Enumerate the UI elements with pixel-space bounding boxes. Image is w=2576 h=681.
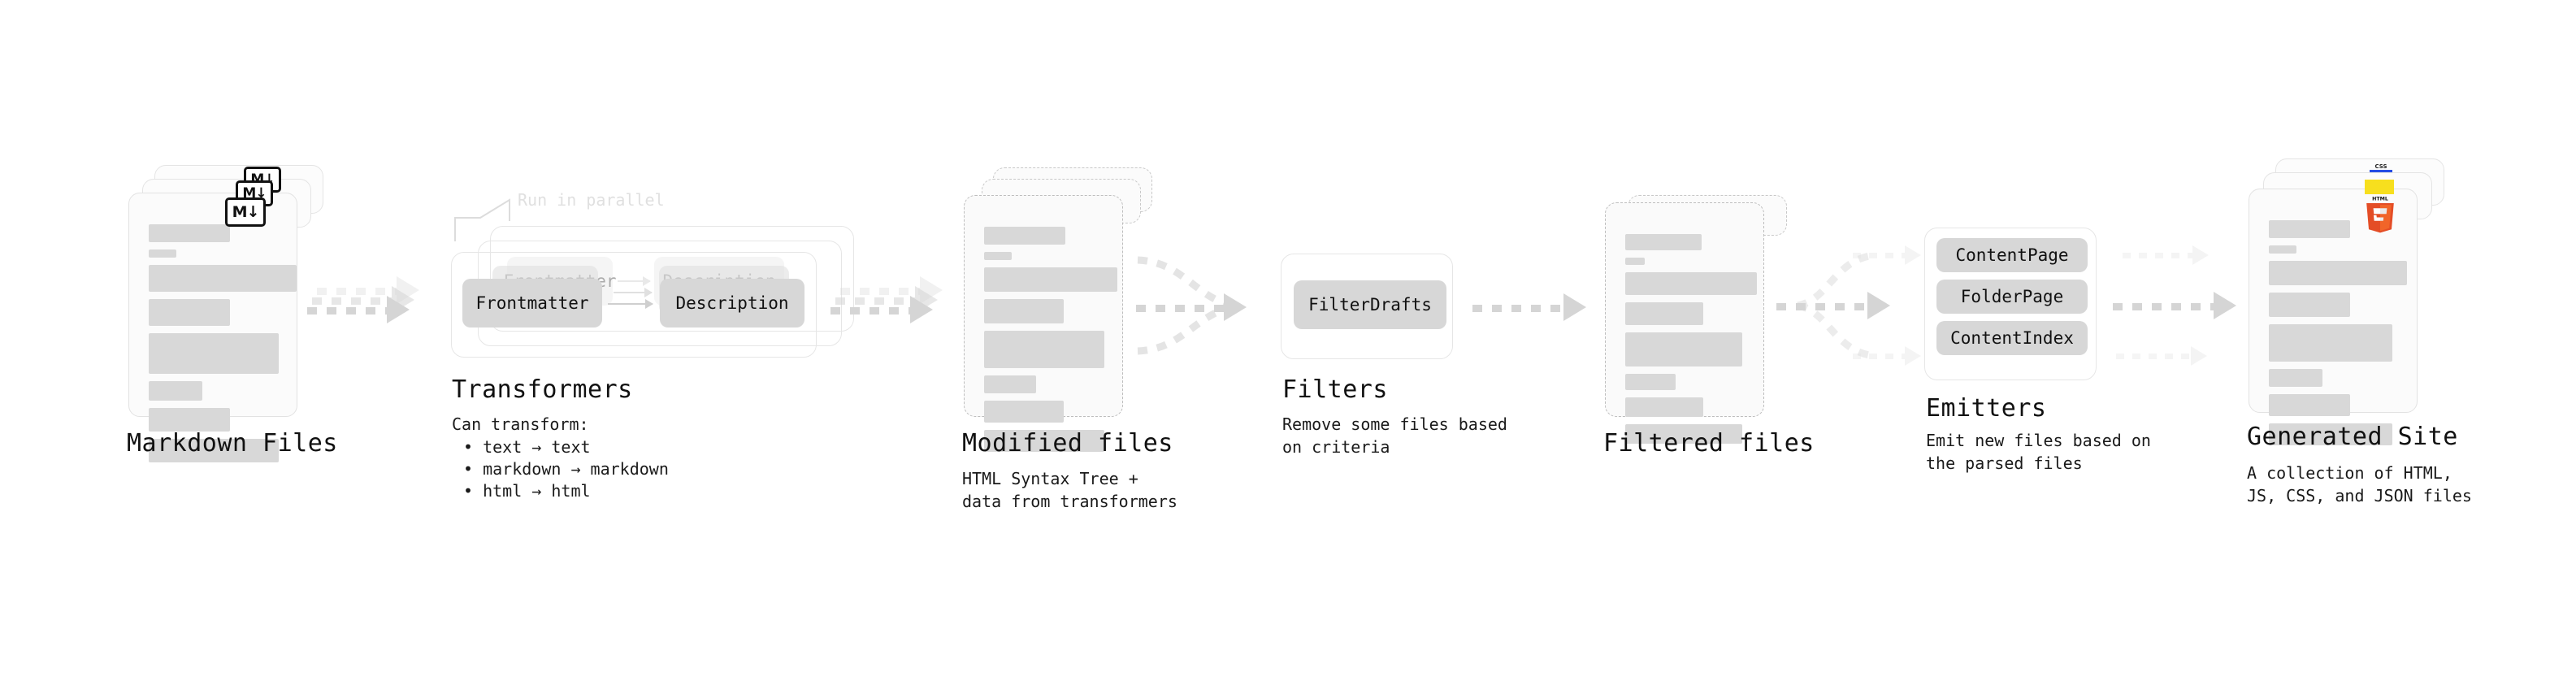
filters-description: Remove some files based on criteria — [1282, 414, 1507, 457]
transformer-pill-frontmatter[interactable]: Frontmatter — [462, 279, 602, 327]
stage-title-modified-files: Modified files — [962, 429, 1173, 458]
transformers-bullet: • html → html — [463, 481, 591, 501]
html5-icon: HTML — [2363, 195, 2397, 234]
svg-text:HTML: HTML — [2372, 197, 2388, 202]
flow-arrow-4 — [1472, 293, 1588, 321]
document-skeleton — [1625, 234, 1757, 451]
transformer-pill-description[interactable]: Description — [660, 279, 804, 327]
stage-title-filtered-files: Filtered files — [1603, 429, 1815, 458]
document-skeleton — [2269, 220, 2407, 453]
stage-title-transformers: Transformers — [452, 375, 633, 404]
stage-title-emitters: Emitters — [1926, 394, 2047, 423]
run-in-parallel-label: Run in parallel — [518, 190, 665, 210]
filtered-document-card — [1605, 202, 1764, 444]
stage-title-filters: Filters — [1282, 375, 1388, 404]
transformers-bullet: • markdown → markdown — [463, 459, 669, 479]
js-icon — [2365, 180, 2394, 194]
transformers-description: Can transform: — [452, 414, 589, 434]
emitters-description: Emit new files based on the parsed files — [1926, 431, 2151, 473]
markdown-icon: M↓ — [225, 197, 266, 227]
transformers-bullet: • text → text — [463, 437, 591, 457]
stage-title-markdown-files: Markdown Files — [127, 429, 338, 458]
emitter-pill-contentpage[interactable]: ContentPage — [1936, 238, 2088, 272]
markdown-document-card — [128, 193, 297, 462]
generated-site-description: A collection of HTML, JS, CSS, and JSON … — [2247, 463, 2472, 505]
filter-pill-filterdrafts[interactable]: FilterDrafts — [1294, 280, 1446, 329]
emitter-pill-contentindex[interactable]: ContentIndex — [1936, 321, 2088, 355]
emitter-pill-folderpage[interactable]: FolderPage — [1936, 280, 2088, 314]
css3-icon: CSS — [2370, 164, 2392, 172]
modified-files-description: HTML Syntax Tree + data from transformer… — [962, 469, 1177, 511]
stage-title-generated-site: Generated Site — [2247, 423, 2458, 451]
document-skeleton — [149, 224, 297, 470]
emitters-box — [1924, 228, 2097, 380]
filters-box — [1281, 254, 1453, 359]
document-skeleton — [984, 227, 1117, 459]
modified-document-card — [964, 195, 1123, 452]
transformers-box — [451, 252, 817, 358]
